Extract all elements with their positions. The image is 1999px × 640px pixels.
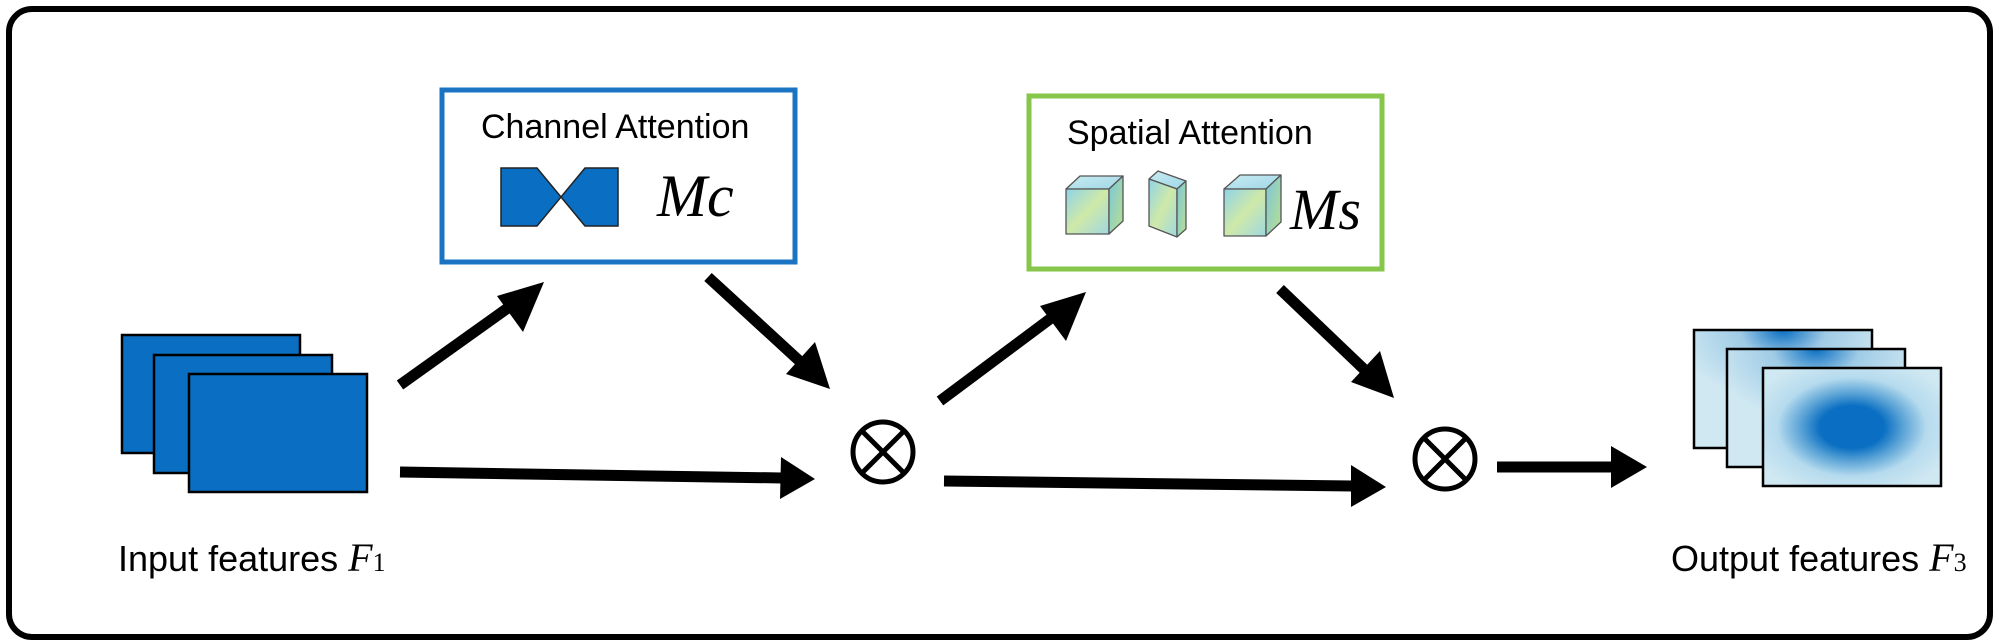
- bowtie-icon: [500, 167, 619, 227]
- spatial-attention-title: Spatial Attention: [1067, 114, 1313, 152]
- arrow-head: [1351, 465, 1386, 507]
- arrow-multiply-to-multiply: [943, 475, 1353, 492]
- cube-icon-2: [1223, 174, 1282, 237]
- output-features-symbol: F: [1929, 535, 1954, 580]
- arrow-head: [1611, 446, 1647, 488]
- multiply-operator-2: [1412, 426, 1478, 492]
- arrow-head: [1351, 351, 1394, 398]
- arrow-head: [497, 282, 544, 332]
- output-features-subscript: 3: [1953, 548, 1967, 577]
- arrow-spatial-to-multiply: [1276, 285, 1374, 379]
- arrow-input-to-channel: [396, 295, 523, 390]
- diagram-frame: [6, 6, 1993, 640]
- arrow-head: [780, 457, 815, 499]
- channel-attention-symbol: Mc: [657, 163, 734, 229]
- multiply-operator-1: [850, 419, 916, 485]
- arrow-head: [786, 342, 830, 389]
- spatial-attention-symbol: Ms: [1290, 177, 1361, 242]
- cube-icon-1: [1065, 175, 1124, 235]
- arrow-input-to-multiply: [399, 466, 783, 484]
- arrow-head: [1040, 292, 1086, 341]
- arrow-multiply-to-spatial: [936, 305, 1066, 406]
- slab-icon: [1148, 170, 1187, 238]
- input-feature-map-3: [187, 372, 369, 494]
- input-features-text: Input features: [118, 538, 339, 579]
- output-features-label: Output features F3: [1671, 534, 1967, 581]
- arrows: [396, 272, 1647, 507]
- channel-attention-title: Channel Attention: [481, 108, 750, 146]
- output-feature-map-3: [1761, 366, 1943, 488]
- output-feature-stack: [1692, 328, 1943, 488]
- input-feature-stack: [120, 333, 369, 494]
- input-features-label: Input features F1: [118, 534, 386, 581]
- output-features-text: Output features: [1671, 538, 1920, 579]
- input-features-subscript: 1: [372, 548, 386, 577]
- arrow-channel-to-multiply: [704, 272, 810, 372]
- input-features-symbol: F: [348, 535, 373, 580]
